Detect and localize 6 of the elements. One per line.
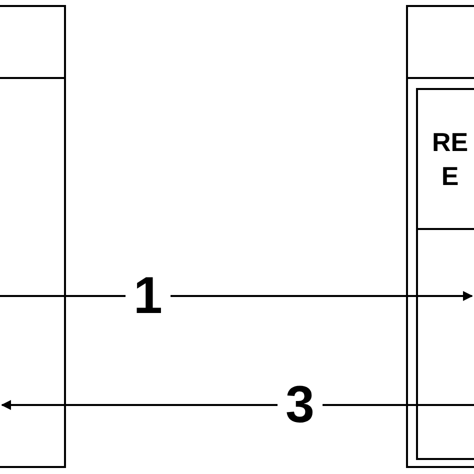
message-arrow bbox=[0, 291, 473, 301]
component-box bbox=[416, 88, 474, 460]
message-arrow bbox=[1, 400, 474, 410]
lifeline-box bbox=[406, 5, 474, 468]
box-heading: RE E bbox=[430, 126, 470, 193]
lifeline-box bbox=[0, 5, 66, 468]
